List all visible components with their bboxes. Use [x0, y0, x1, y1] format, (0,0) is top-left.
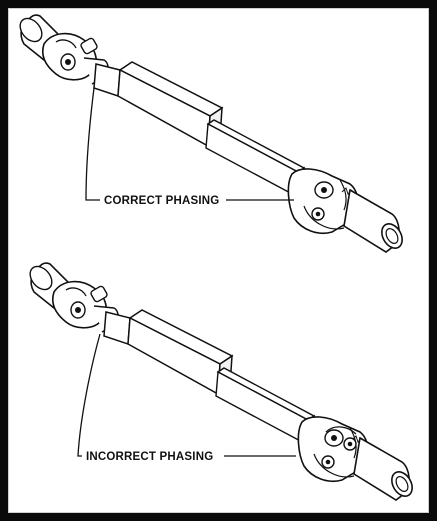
illustration-panel	[8, 8, 429, 513]
correct-phasing-leader	[85, 87, 100, 201]
correct-phasing-driveshaft	[14, 13, 408, 253]
correct-phasing-label: CORRECT PHASING	[104, 195, 219, 207]
incorrect-phasing-leader	[77, 333, 101, 457]
incorrect-phasing-driveshaft	[24, 261, 418, 501]
incorrect-phasing-label: INCORRECT PHASING	[86, 451, 213, 463]
